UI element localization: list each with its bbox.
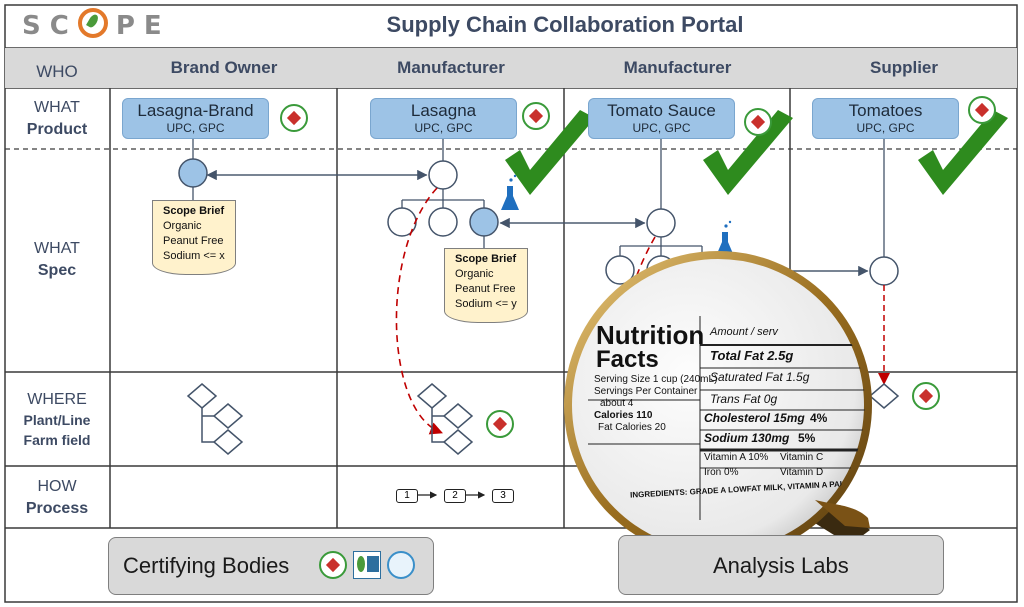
- certification-seal-icon: [387, 551, 415, 579]
- organic-seal-icon: [522, 102, 550, 130]
- logo-ring-icon: [77, 8, 108, 38]
- process-step[interactable]: 3: [492, 489, 514, 503]
- process-step[interactable]: 2: [444, 489, 466, 503]
- column-brand-owner: Brand Owner: [170, 58, 278, 77]
- product-tomato-sauce[interactable]: Tomato Sauce UPC, GPC: [588, 98, 735, 139]
- certifying-bodies-box[interactable]: Certifying Bodies: [108, 537, 434, 595]
- analysis-labs-label: Analysis Labs: [713, 553, 849, 578]
- page-title: Supply Chain Collaboration Portal: [386, 12, 744, 37]
- organic-seal-icon: [912, 382, 940, 410]
- non-gmo-badge-icon: [353, 551, 381, 579]
- analysis-labs-box[interactable]: Analysis Labs: [618, 535, 944, 595]
- row-label-product: WHAT Product: [26, 99, 88, 138]
- column-manufacturer-2: Manufacturer: [623, 58, 732, 77]
- column-supplier: Supplier: [869, 58, 938, 77]
- organic-seal-icon: [744, 108, 772, 136]
- header-row: [5, 48, 1017, 88]
- column-manufacturer-1: Manufacturer: [397, 58, 505, 77]
- row-label-spec: WHAT Spec: [34, 240, 80, 279]
- magnifying-glass-icon: [564, 251, 872, 559]
- product-tomatoes[interactable]: Tomatoes UPC, GPC: [812, 98, 959, 139]
- product-lasagna[interactable]: Lasagna UPC, GPC: [370, 98, 517, 139]
- nutrition-label: Nutrition Facts Serving Size 1 cup (240m…: [594, 320, 870, 500]
- certifying-bodies-label: Certifying Bodies: [123, 553, 290, 578]
- organic-seal-icon: [319, 551, 347, 579]
- checkmark-icon: [505, 110, 1008, 195]
- row-label-how: HOW Process: [25, 478, 89, 517]
- scope-brief-brand-owner[interactable]: Scope Brief Organic Peanut Free Sodium <…: [152, 200, 236, 275]
- row-label-where: WHERE Plant/Line Farm field: [23, 391, 91, 448]
- organic-seal-icon: [486, 410, 514, 438]
- organic-seal-icon: [968, 96, 996, 124]
- product-lasagna-brand[interactable]: Lasagna-Brand UPC, GPC: [122, 98, 269, 139]
- scope-brief-manufacturer[interactable]: Scope Brief Organic Peanut Free Sodium <…: [444, 248, 528, 323]
- process-step[interactable]: 1: [396, 489, 418, 503]
- who-label: WHO: [36, 62, 78, 81]
- organic-seal-icon: [280, 104, 308, 132]
